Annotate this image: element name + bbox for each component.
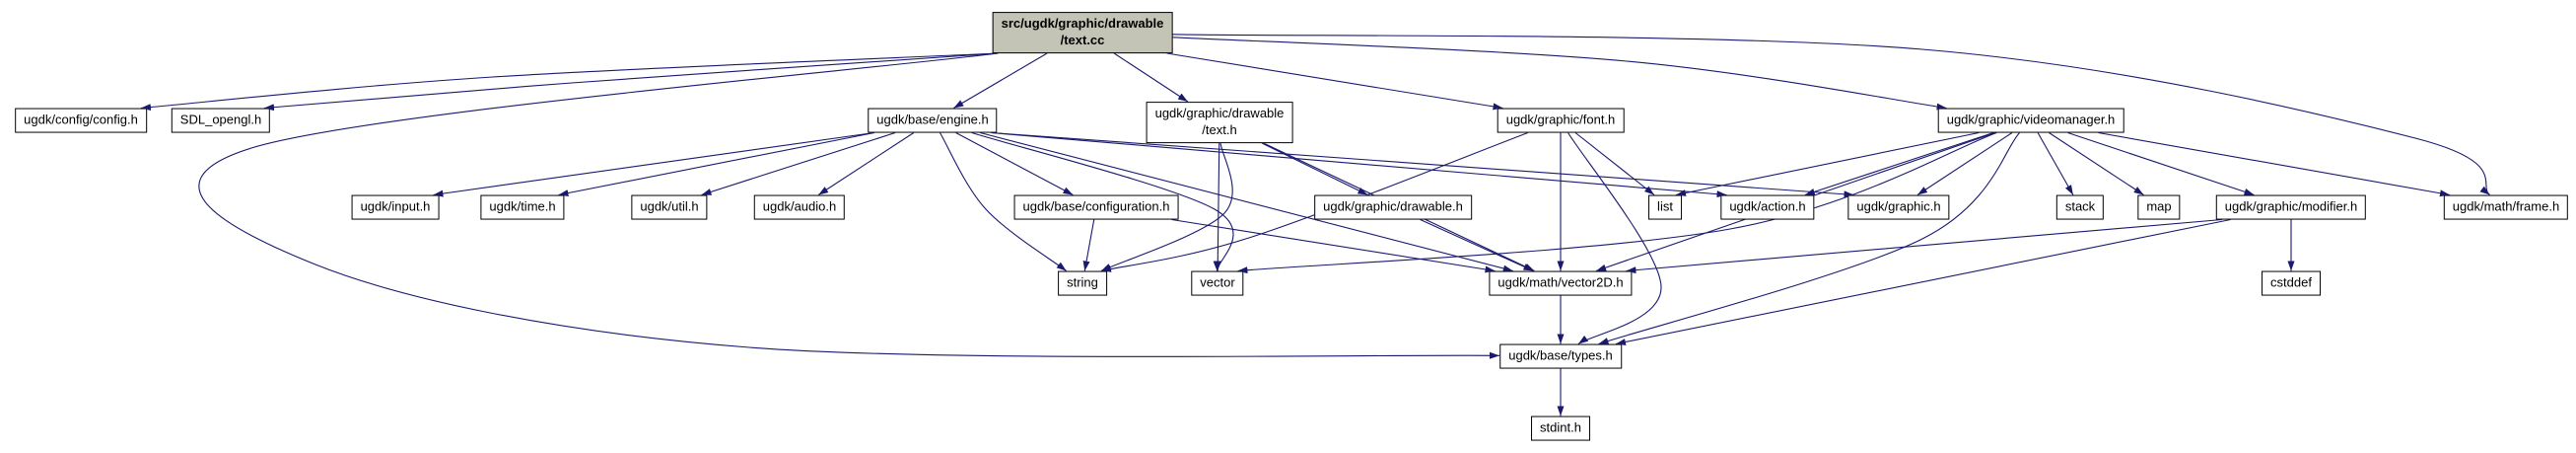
graph-node-modifier_h[interactable]: ugdk/graphic/modifier.h [2215, 194, 2367, 220]
include-edge-text_cc-types_h [198, 52, 1500, 359]
graph-node-string[interactable]: string [1058, 270, 1107, 296]
include-edge-engine_h-input_h [433, 131, 874, 197]
include-edge-text_h-vector [1214, 142, 1221, 271]
graph-node-sdl_opengl_h[interactable]: SDL_opengl.h [171, 108, 271, 133]
include-edge-drawable_h-vector2d_h [1420, 218, 1534, 272]
include-edge-engine_h-time_h [558, 131, 875, 197]
include-edge-engine_h-util_h [701, 131, 896, 196]
graph-node-vector2d_h[interactable]: ugdk/math/vector2D.h [1489, 270, 1633, 296]
include-edge-engine_h-graphic_h [991, 131, 1854, 198]
include-edge-text_cc-font_h [1166, 52, 1503, 111]
include-edge-font_h-list [1574, 132, 1655, 195]
include-edge-engine_h-vector [971, 131, 1234, 271]
include-edge-text_cc-frame_h [1172, 34, 2490, 195]
include-edge-font_h-types_h [1567, 132, 1662, 344]
graph-node-action_h[interactable]: ugdk/action.h [1720, 194, 1815, 220]
include-edge-engine_h-configuration_h [955, 132, 1074, 195]
include-edge-text_cc-videomanager_h [1172, 37, 1947, 111]
include-edge-videomanager_h-vector [1237, 131, 1997, 274]
include-edge-configuration_h-string [1082, 219, 1095, 271]
graph-node-time_h[interactable]: ugdk/time.h [480, 194, 565, 220]
include-edge-text_h-string [1100, 142, 1233, 271]
include-edge-videomanager_h-graphic_h [1916, 132, 2013, 195]
include-edge-modifier_h-vector2d_h [1626, 218, 2223, 274]
include-edge-text_cc-engine_h [953, 52, 1048, 109]
graph-node-engine_h[interactable]: ugdk/base/engine.h [868, 108, 998, 133]
include-edge-font_h-string [1100, 131, 1529, 272]
graph-node-videomanager_h[interactable]: ugdk/graphic/videomanager.h [1937, 108, 2124, 133]
include-edge-modifier_h-types_h [1615, 218, 2231, 345]
include-edge-engine_h-vector2d_h [980, 131, 1513, 272]
graph-node-audio_h[interactable]: ugdk/audio.h [753, 194, 846, 220]
include-edge-text_cc-config_h [140, 52, 999, 112]
include-edge-videomanager_h-frame_h [2098, 131, 2451, 197]
graph-node-config_h[interactable]: ugdk/config/config.h [15, 108, 147, 133]
graph-node-font_h[interactable]: ugdk/graphic/font.h [1497, 108, 1625, 133]
graph-node-vector[interactable]: vector [1191, 270, 1244, 296]
graph-node-util_h[interactable]: ugdk/util.h [631, 194, 708, 220]
include-edge-engine_h-audio_h [817, 132, 915, 195]
graph-node-frame_h[interactable]: ugdk/math/frame.h [2443, 194, 2569, 220]
graph-node-graphic_h[interactable]: ugdk/graphic.h [1847, 194, 1950, 220]
graph-node-list[interactable]: list [1648, 194, 1682, 220]
graph-node-map[interactable]: map [2137, 194, 2181, 220]
graph-node-input_h[interactable]: ugdk/input.h [351, 194, 440, 220]
graph-node-text_cc[interactable]: src/ugdk/graphic/drawable /text.cc [992, 12, 1173, 53]
graph-node-text_h[interactable]: ugdk/graphic/drawable /text.h [1146, 102, 1293, 143]
include-edge-videomanager_h-modifier_h [2067, 131, 2255, 196]
graph-node-stack[interactable]: stack [2055, 194, 2105, 220]
include-edge-videomanager_h-stack [2037, 132, 2074, 195]
include-edge-text_cc-sdl_opengl_h [263, 52, 999, 112]
include-edge-videomanager_h-action_h [1804, 131, 1994, 196]
graph-node-types_h[interactable]: ugdk/base/types.h [1499, 343, 1622, 369]
include-edge-engine_h-string [940, 132, 1068, 271]
include-edge-configuration_h-vector2d_h [1171, 218, 1496, 273]
include-edge-videomanager_h-types_h [1598, 132, 2020, 345]
include-edge-videomanager_h-list [1675, 131, 1980, 196]
graph-node-stdint_h[interactable]: stdint.h [1531, 415, 1590, 441]
graph-node-configuration_h[interactable]: ugdk/base/configuration.h [1013, 194, 1179, 220]
graph-node-drawable_h[interactable]: ugdk/graphic/drawable.h [1314, 194, 1472, 220]
include-edge-text_cc-text_h [1113, 52, 1189, 103]
graph-node-cstddef[interactable]: cstddef [2262, 270, 2321, 296]
include-edge-text_h-drawable_h [1261, 142, 1368, 195]
include-edge-videomanager_h-map [2049, 132, 2144, 195]
